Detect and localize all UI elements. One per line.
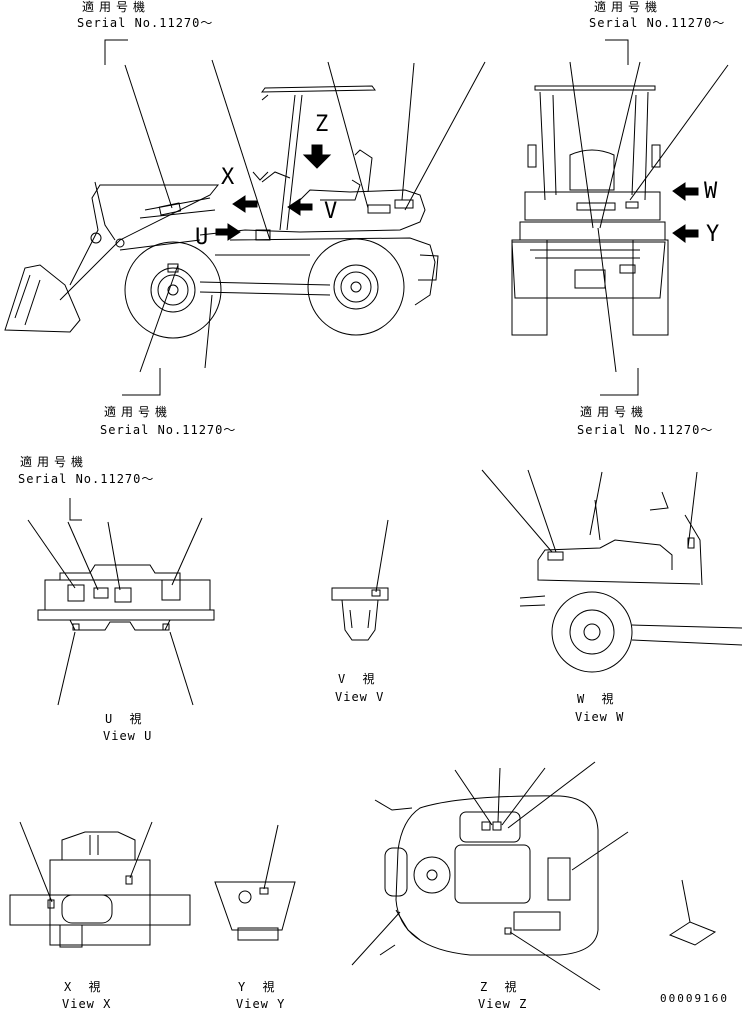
view-v-caption-en: View V: [335, 690, 385, 704]
view-x-drawing: [10, 822, 190, 947]
view-y-drawing: [215, 825, 295, 940]
serial-top-right-number: Serial No.11270～: [589, 16, 726, 30]
view-z-caption-en: View Z: [478, 997, 528, 1011]
serial-view-u-number: Serial No.11270～: [18, 472, 155, 486]
detached-label-plate: [670, 880, 715, 945]
marker-y: Y: [706, 222, 721, 247]
serial-top-left-number: Serial No.11270～: [77, 16, 214, 30]
serial-mid-left-number: Serial No.11270～: [100, 423, 237, 437]
view-x-caption-en: View X: [62, 997, 112, 1011]
serial-top-left-applicable: 適用号機: [82, 0, 151, 14]
serial-mid-right-applicable: 適用号機: [580, 405, 649, 419]
marker-x: X: [221, 165, 236, 190]
serial-top-right-applicable: 適用号機: [594, 0, 663, 14]
view-y-caption-en: View Y: [236, 997, 286, 1011]
view-x-caption-jp: X 視: [64, 980, 106, 994]
view-w-caption-jp: W 視: [577, 692, 619, 706]
view-v-caption-jp: V 視: [338, 672, 380, 686]
loader-rear-view: [512, 40, 728, 395]
marker-v: V: [324, 199, 339, 224]
loader-side-view: [5, 40, 485, 395]
view-v-drawing: [332, 520, 388, 640]
serial-view-u-applicable: 適用号機: [20, 455, 89, 469]
view-z-drawing: [352, 762, 628, 990]
marker-z: Z: [315, 112, 330, 137]
marker-u: U: [195, 225, 210, 250]
view-z-caption-jp: Z 視: [480, 980, 522, 994]
view-u-caption-en: View U: [103, 729, 153, 743]
view-u-drawing: [28, 498, 214, 705]
view-y-caption-jp: Y 視: [238, 980, 280, 994]
drawing-number: 00009160: [660, 992, 729, 1005]
marker-w: W: [704, 179, 719, 204]
serial-mid-left-applicable: 適用号機: [104, 405, 173, 419]
view-w-caption-en: View W: [575, 710, 625, 724]
view-w-drawing: [482, 470, 742, 672]
view-u-caption-jp: U 視: [105, 712, 147, 726]
serial-mid-right-number: Serial No.11270～: [577, 423, 714, 437]
